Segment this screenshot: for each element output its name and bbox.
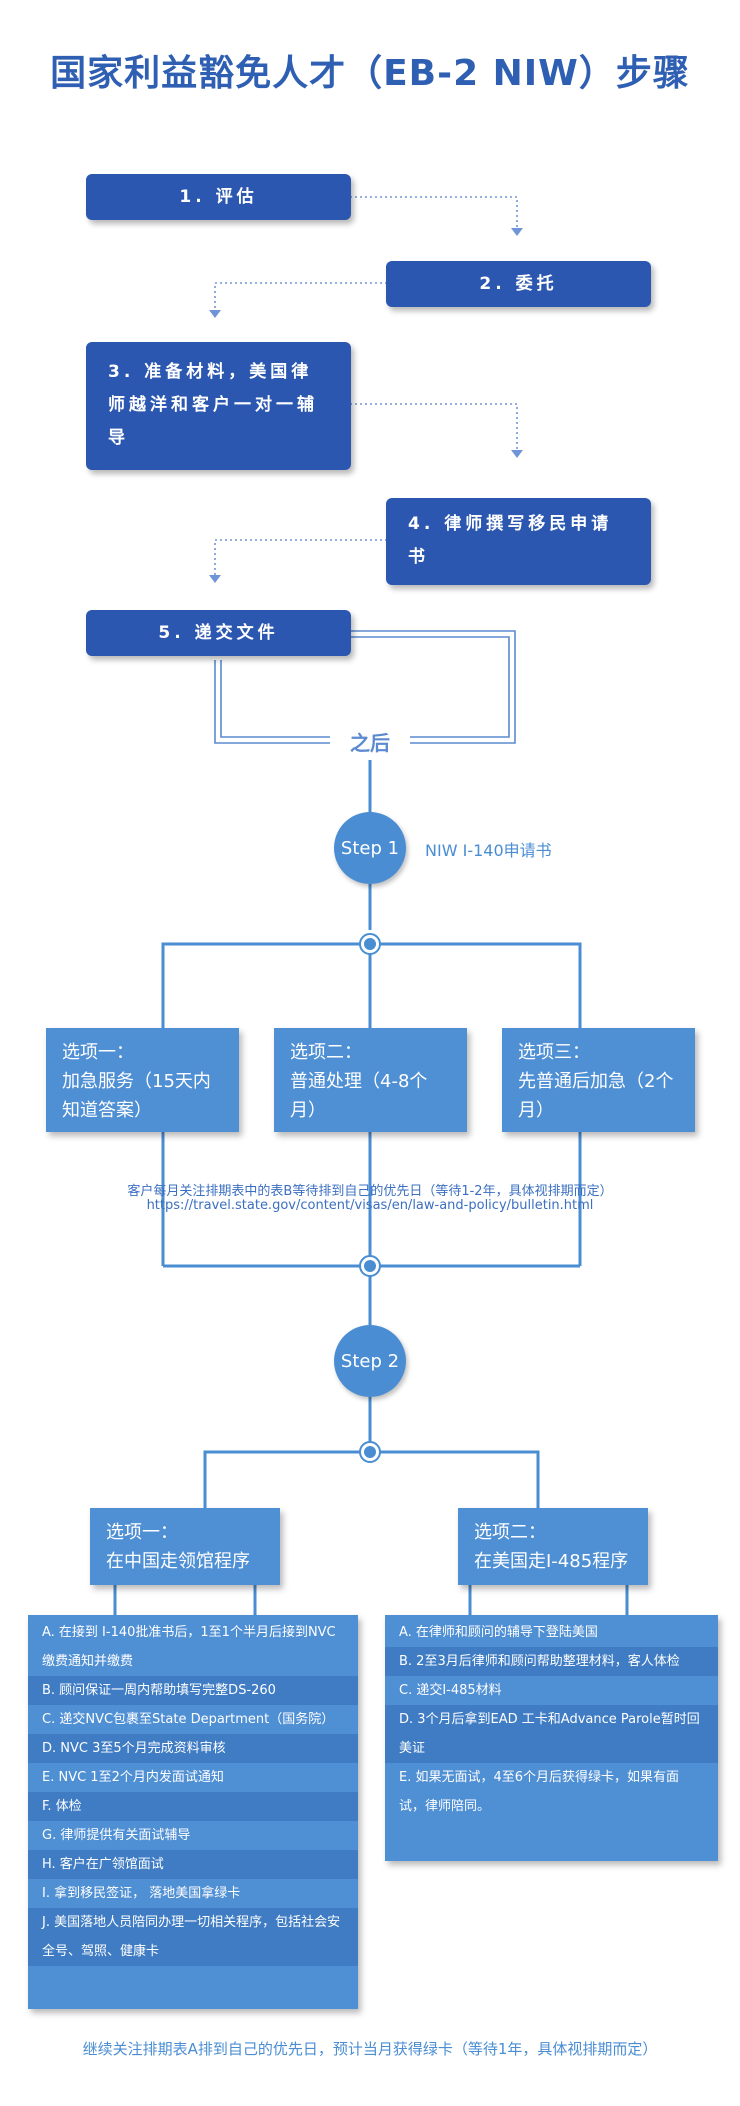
step1-option-regular-then-expedite: 选项三： 先普通后加急（2个月） [502,1028,695,1132]
step-write-petition: 4. 律师撰写移民申请书 [386,498,651,585]
list-item: C. 递交I-485材料 [399,1683,502,1698]
list-item: A. 在接到 I-140批准书后，1至1个半月后接到NVC缴费通知并缴费 [42,1625,336,1669]
list-item: E. NVC 1至2个月内发面试通知 [42,1770,224,1785]
i485-process-list: A. 在律师和顾问的辅导下登陆美国 B. 2至3月后律师和顾问帮助整理材料，客人… [385,1615,718,1861]
list-item: C. 递交NVC包裹至State Department（国务院） [42,1712,335,1727]
step2-option-consular: 选项一： 在中国走领馆程序 [90,1508,280,1585]
junction-dot-1 [359,933,381,955]
step-evaluate: 1. 评估 [86,174,351,220]
list-item: F. 体检 [28,1792,358,1821]
list-item: I. 拿到移民签证， 落地美国拿绿卡 [42,1886,241,1901]
step-commission: 2. 委托 [386,261,651,307]
consular-process-list: A. 在接到 I-140批准书后，1至1个半月后接到NVC缴费通知并缴费 B. … [28,1615,358,2009]
step2-circle: Step 2 [334,1325,406,1397]
list-item: H. 客户在广领馆面试 [28,1850,358,1879]
junction-dot-3 [359,1441,381,1463]
step-prepare-materials: 3. 准备材料，美国律师越洋和客户一对一辅导 [86,342,351,470]
junction-dot-2 [359,1255,381,1277]
page-title: 国家利益豁免人才（EB-2 NIW）步骤 [50,53,690,94]
footer-note: 继续关注排期表A排到自己的优先日，预计当月获得绿卡（等待1年，具体视排期而定） [82,2040,658,2058]
step1-option-regular: 选项二： 普通处理（4-8个月） [274,1028,467,1132]
list-item: J. 美国落地人员陪同办理一切相关程序，包括社会安全号、驾照、健康卡 [28,1908,358,1966]
step1-option-expedite: 选项一： 加急服务（15天内知道答案） [46,1028,239,1132]
bulletin-link[interactable]: https://travel.state.gov/content/visas/e… [146,1198,594,1213]
list-item: E. 如果无面试，4至6个月后获得绿卡，如果有面试，律师陪同。 [399,1770,680,1814]
list-item: D. 3个月后拿到EAD 工卡和Advance Parole暂时回美证 [385,1705,718,1763]
step1-label: NIW I-140申请书 [425,841,552,860]
wait-note: 客户每月关注排期表中的表B等待排到自己的优先日（等待1-2年，具体视排期而定） [127,1184,613,1199]
list-item: A. 在律师和顾问的辅导下登陆美国 [399,1625,598,1640]
after-label: 之后 [330,727,410,756]
list-item: B. 2至3月后律师和顾问帮助整理材料，客人体检 [385,1647,718,1676]
list-item: G. 律师提供有关面试辅导 [42,1828,191,1843]
step1-circle: Step 1 [334,812,406,884]
step2-option-i485: 选项二： 在美国走I-485程序 [458,1508,648,1585]
list-item: D. NVC 3至5个月完成资料审核 [28,1734,358,1763]
list-item: B. 顾问保证一周内帮助填写完整DS-260 [28,1676,358,1705]
step-submit-documents: 5. 递交文件 [86,610,351,656]
